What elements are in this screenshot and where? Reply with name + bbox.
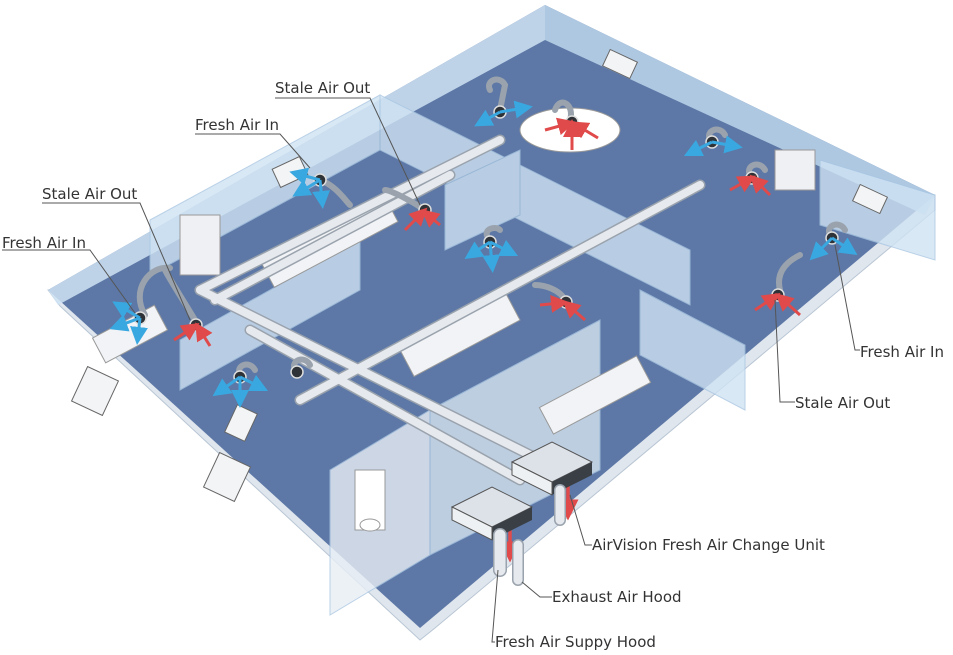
leader-lines: [2, 97, 860, 643]
airvision-units: [450, 441, 594, 541]
label-stale-air-out-top: Stale Air Out: [275, 79, 371, 97]
label-fresh-air-in-top: Fresh Air In: [195, 116, 279, 134]
label-fresh-air-in-left: Fresh Air In: [2, 234, 86, 252]
back-wall-right: [545, 5, 935, 215]
label-stale-air-out-right: Stale Air Out: [795, 394, 891, 412]
label-exhaust-air-hood: Exhaust Air Hood: [552, 588, 682, 606]
label-fresh-air-in-right: Fresh Air In: [860, 343, 944, 361]
wall-units: [70, 48, 889, 503]
label-airvision-unit: AirVision Fresh Air Change Unit: [592, 536, 825, 554]
stale-air-arrows: [173, 117, 801, 563]
label-stale-air-out-left: Stale Air Out: [42, 185, 138, 203]
label-fresh-air-supply-hood: Fresh Air Suppy Hood: [495, 633, 656, 651]
hood-pipes: [493, 484, 566, 586]
fresh-air-arrows: [109, 100, 858, 408]
